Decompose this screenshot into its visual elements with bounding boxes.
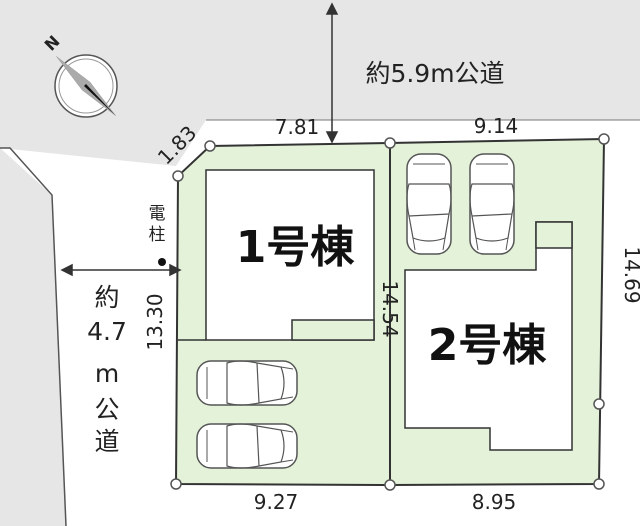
boundary-marker [593, 398, 605, 410]
boundary-marker [384, 479, 396, 491]
svg-text:4.7: 4.7 [87, 317, 127, 346]
dim-south-left: 9.27 [254, 490, 299, 514]
utility-pole-icon [158, 258, 166, 266]
car-icon [469, 153, 515, 255]
boundary-marker [598, 133, 610, 145]
dim-west: 13.30 [143, 293, 167, 350]
north-arrow-icon [54, 54, 118, 118]
dim-north-left: 7.81 [275, 115, 320, 139]
car-icon [406, 153, 452, 255]
north-road-label: 約5.9m公道 [365, 59, 504, 88]
svg-text:m: m [95, 359, 119, 388]
car-icon [196, 360, 298, 406]
car-icon [196, 423, 298, 469]
svg-text:柱: 柱 [149, 225, 166, 245]
boundary-marker [384, 137, 396, 149]
west-road-label: 約 4.7 m 公 道 [87, 283, 127, 456]
boundary-marker [172, 170, 184, 182]
building-1-annex [291, 319, 375, 341]
north-road [0, 0, 640, 166]
dim-south-right: 8.95 [472, 490, 517, 514]
boundary-marker [593, 478, 605, 490]
svg-text:約: 約 [94, 283, 119, 312]
svg-text:公: 公 [94, 395, 119, 424]
building-2-annex [535, 221, 573, 249]
dim-north-right: 9.14 [474, 114, 519, 138]
building-1-label: 1号棟 [236, 222, 356, 273]
road-edge-north [0, 147, 67, 526]
west-road [0, 148, 66, 526]
dim-divider: 14.54 [378, 280, 402, 337]
building-2-label: 2号棟 [428, 320, 548, 371]
boundary-marker [170, 478, 182, 490]
building-2 [404, 221, 573, 451]
boundary-marker [204, 140, 216, 152]
dim-east: 14.69 [620, 246, 640, 303]
svg-text:道: 道 [94, 427, 119, 456]
utility-pole-label: 電 柱 [149, 204, 166, 245]
svg-text:電: 電 [149, 204, 166, 224]
